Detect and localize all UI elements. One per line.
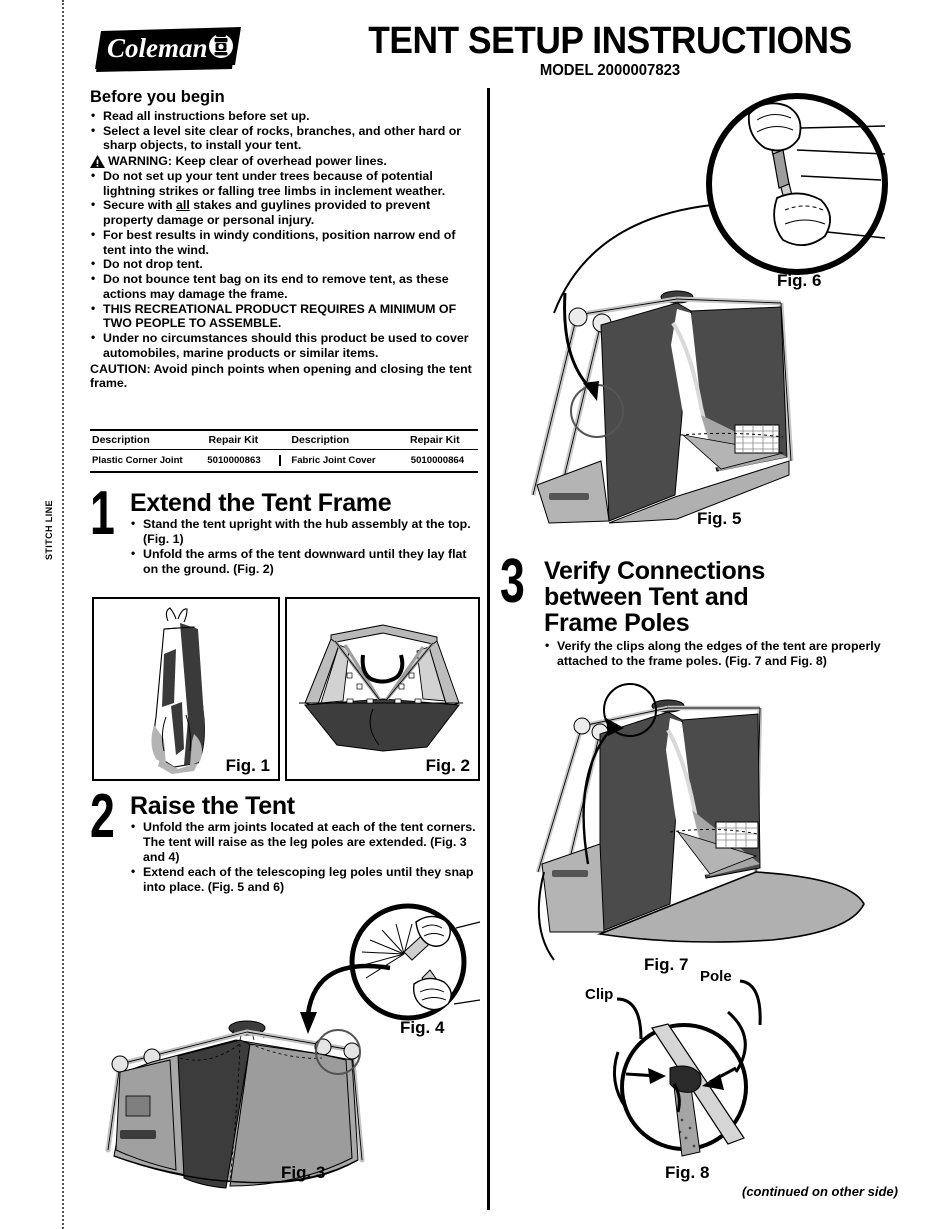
caution-text: Avoid pinch points when opening and clos… xyxy=(90,361,472,391)
stitch-line-divider xyxy=(62,0,64,1229)
figure-6-illustration xyxy=(705,92,905,282)
list-item: Do not bounce tent bag on its end to rem… xyxy=(90,271,480,302)
stitch-line-label: STITCH LINE xyxy=(44,500,54,560)
list-item: Verify the clips along the edges of the … xyxy=(544,638,920,669)
step-3-number: 3 xyxy=(500,547,525,616)
step-2-title: Raise the Tent xyxy=(130,792,295,820)
secure-post: stakes and guylines provided to prevent … xyxy=(103,198,431,228)
list-item-secure: Secure with all stakes and guylines prov… xyxy=(90,197,480,228)
pole-callout-label: Pole xyxy=(700,968,732,985)
page-title: TENT SETUP INSTRUCTIONS xyxy=(368,20,852,62)
before-you-begin-list-3: For best results in windy conditions, po… xyxy=(90,227,480,361)
caution-label: CAUTION: xyxy=(90,361,151,376)
table-header-repairkit-2: Repair Kit xyxy=(410,434,460,446)
list-item: Read all instructions before set up. xyxy=(90,108,480,124)
secure-pre: Secure with xyxy=(103,198,176,213)
list-item: Extend each of the telescoping leg poles… xyxy=(130,864,480,895)
coleman-logo: Coleman xyxy=(95,25,241,72)
step-2: 2 Raise the Tent Unfold the arm joints l… xyxy=(90,782,480,895)
figure-7-illustration xyxy=(520,683,920,962)
continued-footnote: (continued on other side) xyxy=(742,1184,898,1199)
model-number: MODEL 2000007823 xyxy=(539,62,681,79)
figure-7-caption: Fig. 7 xyxy=(644,955,689,974)
figure-4-caption: Fig. 4 xyxy=(400,1018,445,1037)
figure-2-box: Fig. 2 xyxy=(285,597,480,781)
clip-leader-line xyxy=(616,997,643,1040)
step-1: 1 Extend the Tent Frame Stand the tent u… xyxy=(90,479,480,577)
figure-1-caption: Fig. 1 xyxy=(225,756,270,775)
table-row: Plastic Corner Joint 5010000863 Fabric J… xyxy=(90,450,478,471)
figure-5-illustration xyxy=(505,285,835,525)
figure-3-illustration xyxy=(90,1010,420,1200)
figure-4-leader-arrow xyxy=(300,963,391,1034)
table-header-description-2: Description xyxy=(291,434,350,446)
warning-text: WARNING: Keep clear of overhead power li… xyxy=(108,154,387,169)
step-2-list: Unfold the arm joints located at each of… xyxy=(130,819,480,895)
figure-5-caption: Fig. 5 xyxy=(697,509,742,528)
table-rule-mid xyxy=(90,449,478,450)
caution-line: CAUTION: Avoid pinch points when opening… xyxy=(90,362,480,392)
column-divider xyxy=(487,88,490,1210)
figure-6-caption: Fig. 6 xyxy=(777,271,822,290)
pole-leader-line xyxy=(739,979,762,1026)
cell-repairkit-1: 5010000863 xyxy=(207,455,261,466)
repair-kit-table: Description Repair Kit Description Repai… xyxy=(90,429,478,473)
list-item: Unfold the arm joints located at each of… xyxy=(130,819,480,865)
figure-6-leader-line xyxy=(553,204,713,314)
step-3-title: Verify Connections between Tent and Fram… xyxy=(544,557,766,637)
figure-1-box: Fig. 1 xyxy=(92,597,280,781)
before-you-begin-list-2: Do not set up your tent under trees beca… xyxy=(90,168,480,228)
clip-callout-label: Clip xyxy=(585,986,614,1003)
table-header-repairkit-1: Repair Kit xyxy=(208,434,259,446)
step-1-title: Extend the Tent Frame xyxy=(130,489,392,517)
table-header-row: Description Repair Kit Description Repai… xyxy=(90,431,478,449)
figure-8-illustration xyxy=(608,1010,778,1172)
figure-8-caption: Fig. 8 xyxy=(665,1163,710,1182)
table-rule-bottom xyxy=(90,471,478,473)
step-1-number: 1 xyxy=(90,479,115,548)
table-header-description-1: Description xyxy=(92,434,150,446)
figure-2-illustration xyxy=(299,624,463,752)
list-item: For best results in windy conditions, po… xyxy=(90,227,480,258)
cell-repairkit-2: 5010000864 xyxy=(410,455,465,466)
list-item: Do not set up your tent under trees beca… xyxy=(90,168,480,199)
cell-description-2: Fabric Joint Cover xyxy=(279,455,404,466)
figure-3-caption: Fig. 3 xyxy=(281,1163,326,1182)
list-item: Under no circumstances should this produ… xyxy=(90,330,480,361)
before-you-begin-heading: Before you begin xyxy=(90,88,225,106)
secure-emphasis: all xyxy=(176,198,190,213)
step-3-list: Verify the clips along the edges of the … xyxy=(544,638,920,669)
step-2-number: 2 xyxy=(90,782,115,851)
list-item: Do not drop tent. xyxy=(90,256,480,272)
warning-line: WARNING: Keep clear of overhead power li… xyxy=(90,154,480,169)
before-you-begin-section: Before you begin Read all instructions b… xyxy=(90,88,480,391)
figure-2-caption: Fig. 2 xyxy=(425,756,470,775)
list-item: Select a level site clear of rocks, bran… xyxy=(90,123,480,154)
warning-triangle-icon xyxy=(90,155,105,169)
cell-description-1: Plastic Corner Joint xyxy=(92,455,183,466)
step-1-list: Stand the tent upright with the hub asse… xyxy=(130,516,480,577)
table-rule-top xyxy=(90,429,478,431)
list-item: Unfold the arms of the tent downward unt… xyxy=(130,546,480,577)
svg-text:Coleman: Coleman xyxy=(107,33,208,63)
step-3: 3 Verify Connections between Tent and Fr… xyxy=(500,547,920,669)
list-item: THIS RECREATIONAL PRODUCT REQUIRES A MIN… xyxy=(90,301,480,332)
list-item: Stand the tent upright with the hub asse… xyxy=(130,516,480,547)
before-you-begin-list-1: Read all instructions before set up. Sel… xyxy=(90,108,480,154)
figure-4-illustration xyxy=(330,900,481,1050)
figure-1-illustration xyxy=(151,607,205,774)
